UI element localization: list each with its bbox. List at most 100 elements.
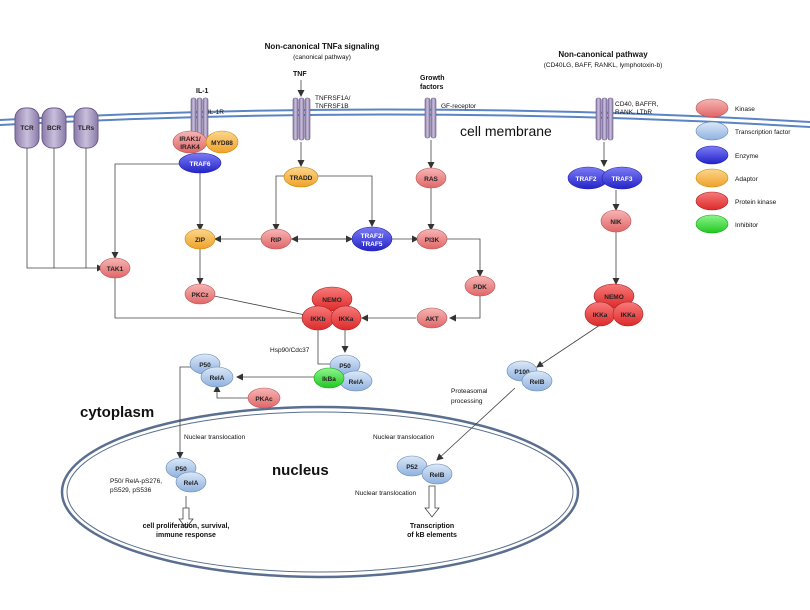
- node-nik-label: NIK: [610, 219, 622, 226]
- label-cell-membrane: cell membrane: [460, 123, 552, 139]
- node-pkcz: PKCz: [184, 283, 216, 305]
- node-tradd: TRADD: [283, 166, 319, 188]
- node-relb-nucleus: RelB: [421, 463, 453, 485]
- arrow-ikka-p100: [536, 324, 601, 368]
- node-rela-complex: RelA: [339, 370, 373, 392]
- node-ikka-noncanonical-1: IKKa: [584, 301, 616, 327]
- label-cd40-1: CD40, BAFFR,: [615, 101, 659, 108]
- node-rela-nucleus-label: RelA: [184, 480, 199, 487]
- node-ras-label: RAS: [424, 176, 438, 183]
- arrow-p50-nucleus: [176, 366, 200, 459]
- receptor-tnfr: [292, 97, 311, 141]
- node-traf6: TRAF6: [178, 152, 222, 174]
- receptor-tlrs: TLRs: [73, 107, 99, 149]
- node-traf3-right: TRAF3: [601, 166, 643, 190]
- node-ikkb: IKKb: [301, 305, 335, 331]
- annotation-proteasomal-1: Proteasomal: [451, 388, 488, 395]
- heading-noncanonical-tnfa-sub: (canonical pathway): [293, 54, 351, 61]
- node-rela-free: RelA: [200, 366, 234, 388]
- legend-swatch-inhibitor: [695, 214, 729, 234]
- node-traf25-line2: TRAF5: [362, 241, 383, 248]
- arrow-pdk-akt: [449, 295, 481, 322]
- ligand-growth-1: Growth: [420, 75, 445, 82]
- ligand-tnf: TNF: [293, 71, 307, 78]
- node-akt: AKT: [416, 307, 448, 329]
- legend-swatch-kinase: [695, 98, 729, 118]
- arrow-traf6-tak1: [111, 163, 180, 259]
- node-p52: P52: [396, 455, 428, 477]
- output-arrow-right: [424, 485, 440, 518]
- label-il1r: IL-1R: [208, 109, 224, 116]
- outcome-right-2: of kB elements: [407, 532, 457, 539]
- receptor-bcr-label: BCR: [47, 125, 61, 132]
- ligand-il1: IL-1: [196, 88, 209, 95]
- annotation-p50-rela-mods-1: P50/ RelA-pS276,: [110, 478, 162, 485]
- label-nucleus: nucleus: [272, 462, 329, 479]
- node-myd88: MYD88: [205, 130, 239, 154]
- node-zip: ZIP: [184, 228, 216, 250]
- node-relb-nucleus-label: RelB: [430, 472, 445, 479]
- receptor-gf: [424, 97, 437, 139]
- receptor-tlrs-label: TLRs: [78, 125, 95, 132]
- legend-label-transcription-factor: Transcription factor: [735, 129, 791, 136]
- node-ikba-label: IkBa: [322, 376, 336, 383]
- node-rela-complex-label: RelA: [349, 379, 364, 386]
- node-myd88-label: MYD88: [211, 140, 233, 147]
- annotation-proteasomal-2: processing: [451, 398, 483, 405]
- arrow-tradd-traf25: [318, 175, 376, 227]
- membrane-line-outer: [0, 108, 810, 123]
- node-rip-label: RIP: [271, 237, 283, 244]
- label-tnfr-1: TNFRSF1A/: [315, 95, 351, 102]
- arrow-pkcz-ikk: [213, 295, 311, 319]
- arrow-p100-p52: [436, 387, 516, 461]
- ligand-growth-2: factors: [420, 84, 443, 91]
- node-relb-cytoplasm-label: RelB: [530, 379, 545, 386]
- node-traf25: TRAF2/ TRAF5: [351, 226, 393, 252]
- node-traf6-label: TRAF6: [190, 161, 211, 168]
- receptor-tcr: TCR: [14, 107, 40, 149]
- arrow-pkac-rela: [213, 385, 250, 399]
- node-pdk: PDK: [464, 275, 496, 297]
- arrow-pi3k-pdk: [446, 238, 484, 277]
- legend-label-inhibitor: Inhibitor: [735, 222, 759, 229]
- node-pkac-label: PKAc: [255, 396, 273, 403]
- legend-swatch-enzyme: [695, 145, 729, 165]
- node-traf25-line1: TRAF2/: [361, 233, 384, 240]
- node-pkcz-label: PKCz: [192, 292, 210, 299]
- node-tak1-label: TAK1: [107, 266, 124, 273]
- outcome-left-2: immune response: [156, 532, 216, 539]
- legend-swatch-transcription-factor: [695, 121, 729, 141]
- arrow-tradd-rip: [272, 175, 284, 231]
- receptor-bcr: BCR: [41, 107, 67, 149]
- legend-label-adaptor: Adaptor: [735, 176, 759, 183]
- node-p50-complex-label: P50: [339, 363, 351, 370]
- node-nemo-noncanonical-label: NEMO: [604, 294, 624, 301]
- node-irak: IRAK1/ IRAK4: [172, 130, 208, 154]
- node-ikka-noncanonical-2-label: IKKa: [621, 312, 636, 319]
- label-cytoplasm: cytoplasm: [80, 404, 154, 421]
- annotation-hsp90: Hsp90/Cdc37: [270, 347, 310, 354]
- node-rela-nucleus: RelA: [175, 471, 207, 493]
- receptor-tcr-label: TCR: [20, 125, 34, 132]
- node-ikka-canonical-label: IKKa: [339, 316, 354, 323]
- node-traf2-right-label: TRAF2: [576, 176, 597, 183]
- label-cd40-2: RANK, LTbR: [615, 109, 652, 116]
- legend-label-kinase: Kinase: [735, 106, 755, 113]
- heading-noncanonical-pathway-sub: (CD40LG, BAFF, RANKL, lymphotoxin-b): [544, 62, 662, 69]
- node-ikkb-label: IKKb: [310, 316, 325, 323]
- node-irak-line2: IRAK4: [180, 144, 200, 151]
- outcome-left-1: cell proliferation, survival,: [143, 523, 230, 530]
- arrow-tak1-ikk: [114, 277, 309, 322]
- receptor-cd40: [595, 97, 614, 141]
- nucleus-inner: [66, 411, 574, 573]
- heading-noncanonical-tnfa: Non-canonical TNFa signaling: [265, 42, 380, 51]
- node-p100-label: P100: [514, 369, 530, 376]
- legend-label-enzyme: Enzyme: [735, 153, 759, 160]
- node-tradd-label: TRADD: [290, 175, 313, 182]
- annotation-nuclear-translocation-right: Nuclear translocation: [373, 434, 434, 441]
- node-tak1: TAK1: [99, 257, 131, 279]
- node-akt-label: AKT: [425, 316, 438, 323]
- node-rip: RIP: [260, 228, 292, 250]
